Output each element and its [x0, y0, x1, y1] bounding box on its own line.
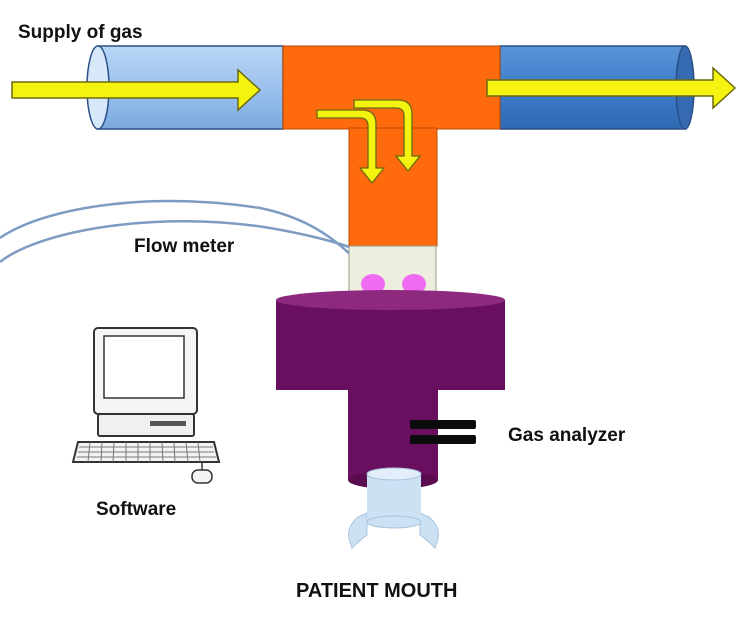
flow-meter-sensor-right	[402, 274, 426, 294]
gas-analyzer-sensor	[410, 420, 476, 444]
gas-analyzer-label: Gas analyzer	[508, 425, 626, 446]
desktop-computer-icon	[71, 327, 221, 484]
patient-mouth-label: PATIENT MOUTH	[296, 580, 458, 602]
downward-flow-arrow-right	[353, 99, 422, 173]
mouthpiece	[348, 467, 439, 549]
downward-flow-arrow-left	[316, 109, 386, 185]
flow-meter-label: Flow meter	[134, 236, 235, 257]
t-junction	[282, 45, 501, 247]
connector-collar	[276, 290, 505, 390]
software-label: Software	[96, 499, 177, 520]
flow-meter-sensor-left	[361, 274, 385, 294]
outflow-arrow	[486, 66, 737, 110]
supply-of-gas-label: Supply of gas	[18, 22, 143, 43]
inflow-arrow	[11, 68, 262, 112]
